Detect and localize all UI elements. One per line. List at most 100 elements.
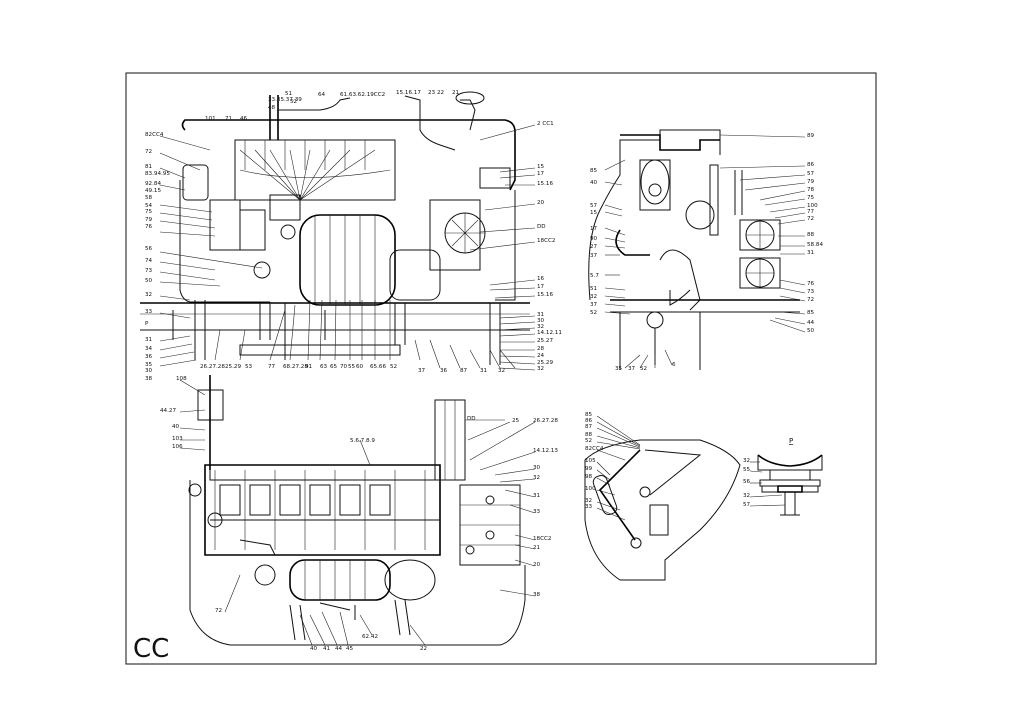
front-left-label: 33 <box>145 309 153 315</box>
front-bottom-label: 36 <box>440 368 448 374</box>
front-left-label: 83.94.95 <box>145 171 170 177</box>
front-left-label: 72 <box>145 149 152 155</box>
front-top-label: 33.35.37.39 <box>268 97 302 103</box>
sheet-code: CC <box>133 634 169 664</box>
front-left-label: 73 <box>145 268 153 274</box>
front-left-label: 92.84 <box>145 181 161 187</box>
side-left-label: 52 <box>590 310 597 316</box>
plan-right-label: 26.27.28 <box>533 418 558 424</box>
front-right-label: 25.27 <box>537 338 553 344</box>
side-right-label: 89 <box>807 133 815 139</box>
front-left-label: 30 <box>145 368 153 374</box>
plan-right-label: 33 <box>533 509 541 515</box>
plan-left-label: 72 <box>215 608 222 614</box>
front-right-label: 32 <box>537 366 544 372</box>
side-right-label: 100 <box>807 203 818 209</box>
front-top-label: 48 <box>268 105 276 111</box>
plan-right-label: DD <box>467 416 476 422</box>
side-right-label: 76 <box>807 281 815 287</box>
front-bottom-label: 77 <box>268 364 276 370</box>
front-bottom-label: 25.29 <box>225 364 241 370</box>
plan-bottom-label: 41 <box>323 646 331 652</box>
side-right-label: 57 <box>807 171 815 177</box>
detail-a-label: 52 <box>585 438 592 444</box>
front-left-label: 38 <box>145 376 153 382</box>
side-right-label: 50 <box>807 328 815 334</box>
front-top-label: 23 <box>428 90 436 96</box>
detail-a <box>584 415 741 581</box>
plan-left-label: 103 <box>172 436 183 442</box>
front-bottom-label: 65 <box>330 364 338 370</box>
side-left-label: 85 <box>590 168 598 174</box>
detail-a-label: 99 <box>585 466 593 472</box>
side-right-label: 72 <box>807 216 814 222</box>
front-bottom-label: 32 <box>498 368 505 374</box>
plan-left-label: 108 <box>176 376 187 382</box>
detail-a-label: 88 <box>585 432 593 438</box>
detail-a-label: 32 <box>585 498 592 504</box>
side-right-label: 88 <box>807 232 815 238</box>
plan-bottom-label: 44 <box>335 646 343 652</box>
plan-right-label: 30 <box>533 465 541 471</box>
front-right-label: DD <box>537 224 546 230</box>
plan-bottom-label: 62.42 <box>362 634 378 640</box>
front-right-label: 30 <box>537 318 545 324</box>
plan-right-label: 14.12.13 <box>533 448 558 454</box>
front-right-label: 24 <box>537 353 545 359</box>
front-left-label: 79 <box>145 217 153 223</box>
side-left-label: 5.7 <box>590 273 599 279</box>
plan-left-label: 106 <box>172 444 183 450</box>
front-left-label: 58 <box>145 195 153 201</box>
side-right-label: 79 <box>807 179 815 185</box>
side-left-label: 37 <box>590 253 598 259</box>
plan-left-label: 44.27 <box>160 408 176 414</box>
front-left-label: 76 <box>145 224 153 230</box>
front-right-label: 15.16 <box>537 181 553 187</box>
front-left-label: 36 <box>145 354 153 360</box>
side-right-label: 86 <box>807 162 815 168</box>
front-bottom-label: 26.27.28 <box>200 364 225 370</box>
front-left-label: 74 <box>145 258 153 264</box>
side-right-label: 73 <box>807 289 815 295</box>
plan-right-label: 20 <box>533 562 541 568</box>
detail-p-label: 32 <box>743 493 750 499</box>
front-right-label: 17 <box>537 171 545 177</box>
front-right-label: 25.29 <box>537 360 553 366</box>
front-right-label: 28 <box>537 346 545 352</box>
front-left-label: 75 <box>145 209 153 215</box>
front-right-label: 32 <box>537 324 544 330</box>
side-left-label: 32 <box>590 294 597 300</box>
side-right-label: 58.84 <box>807 242 823 248</box>
detail-a-label: 87 <box>585 424 593 430</box>
side-right-label: 78 <box>807 187 815 193</box>
side-right-label: 72 <box>807 297 814 303</box>
plan-bottom-label: 45 <box>346 646 354 652</box>
side-left-label: 37 <box>590 302 598 308</box>
plan-right-label: 38 <box>533 592 541 598</box>
front-left-label: 50 <box>145 278 153 284</box>
front-bottom-label: 37 <box>418 368 426 374</box>
front-bottom-label: 60 <box>356 364 364 370</box>
front-right-label: 15.16 <box>537 292 553 298</box>
front-top-label: 64 <box>318 92 326 98</box>
plan-right-label: 32 <box>533 475 540 481</box>
side-right-label: 75 <box>807 195 815 201</box>
detail-a-label: 98 <box>585 474 593 480</box>
sheet-frame <box>125 72 877 665</box>
front-right-label: 17 <box>537 284 545 290</box>
detail-a-label: 86 <box>585 418 593 424</box>
front-bottom-label: 65.66 <box>370 364 386 370</box>
detail-p-label: 32 <box>743 458 750 464</box>
side-left-label: 27 <box>590 244 598 250</box>
front-bottom-label: 31 <box>480 368 488 374</box>
front-right-label: 2 CC1 <box>537 121 554 127</box>
detail-p-label: 55 <box>743 467 751 473</box>
front-top-label: 52 <box>290 99 297 105</box>
plan-left-label: 40 <box>172 424 180 430</box>
side-left-label: 57 <box>590 203 598 209</box>
side-right-label: 77 <box>807 209 815 215</box>
side-left-label: 40 <box>590 180 598 186</box>
front-left-label: 56 <box>145 246 153 252</box>
front-left-label: P <box>145 321 149 327</box>
side-view <box>588 129 806 370</box>
